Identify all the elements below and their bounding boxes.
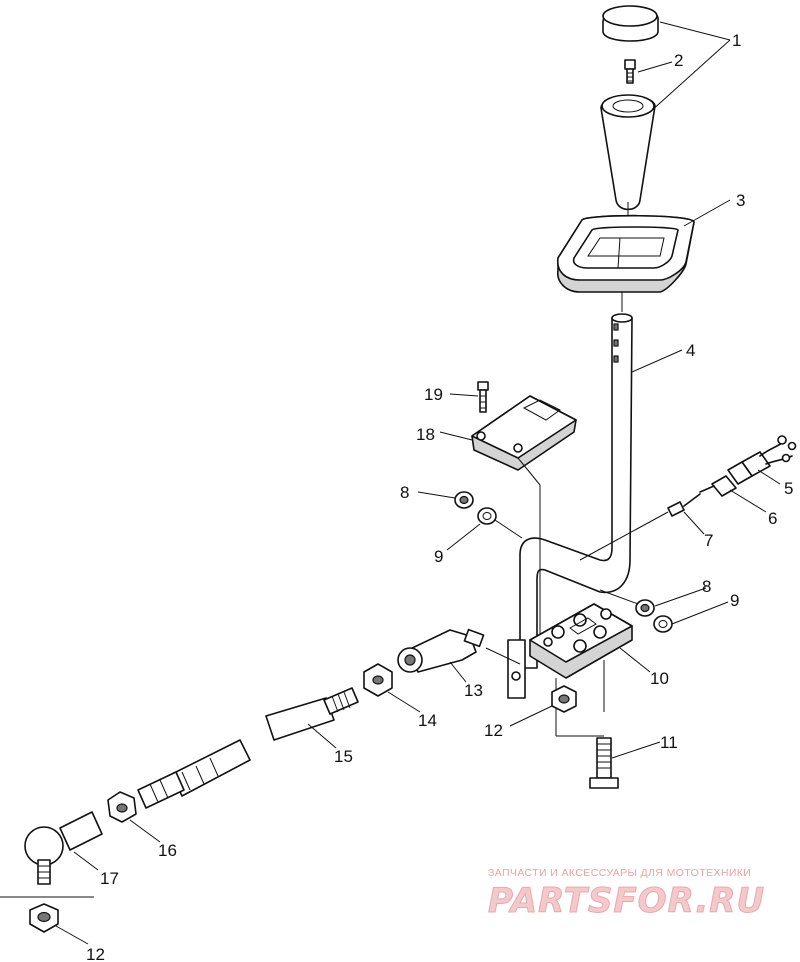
part-9-washer-lower [653,615,673,633]
callout-9-upper: 9 [434,547,443,566]
callout-2: 2 [674,51,683,70]
callout-18: 18 [416,425,435,444]
part-6-connector [699,461,753,497]
part-7-wire [579,493,701,561]
callout-6: 6 [768,509,777,528]
part-8-washer-upper [454,491,474,509]
part-10-shifter-base [529,603,633,737]
part-5-switch-harness [741,435,797,477]
part-3-shift-bezel [556,214,695,293]
callout-7: 7 [704,531,713,550]
part-11-bolt [589,737,619,789]
callout-17: 17 [100,869,119,888]
callout-12-lower: 12 [86,945,105,962]
callout-1: 1 [732,31,741,50]
part-14-nut [363,663,393,697]
part-18-cover-plate [471,395,577,640]
leader-lines [55,21,781,945]
part-17-ball-joint [24,811,103,885]
part-9-washer-upper [477,507,523,539]
callout-8-lower: 8 [702,577,711,596]
watermark-tagline: ЗАПЧАСТИ И АКСЕССУАРЫ ДЛЯ МОТОТЕХНИКИ [488,867,751,879]
callout-8-upper: 8 [400,483,409,502]
part-1-shift-knob [600,5,659,232]
callout-12-upper: 12 [484,721,503,740]
callout-19: 19 [424,385,443,404]
part-16-nut [107,791,137,823]
callout-4: 4 [686,341,695,360]
callout-9-lower: 9 [730,591,739,610]
part-19-screw [477,381,489,413]
callout-3: 3 [736,191,745,210]
part-2-screw [624,59,636,84]
part-12-nut-upper [551,685,577,713]
part-8-washer-lower [599,589,655,617]
part-13-rod-end [397,628,521,673]
callout-labels: 1 2 3 4 5 6 7 8 9 8 9 10 11 12 13 14 15 … [86,31,793,962]
callout-14: 14 [418,711,437,730]
watermark-brand: PARTSFOR.RU [488,881,765,921]
part-12-nut-lower [0,896,94,933]
watermark: ЗАПЧАСТИ И АКСЕССУАРЫ ДЛЯ МОТОТЕХНИКИ PA… [488,867,765,922]
callout-11: 11 [660,733,678,752]
callout-5: 5 [784,479,793,498]
callout-16: 16 [158,841,177,860]
shift-cable-tube [137,739,251,809]
part-15-sleeve [265,687,359,741]
callout-15: 15 [334,747,353,766]
callout-13: 13 [464,681,483,700]
part-4-shift-lever [507,292,633,699]
callout-10: 10 [650,669,669,688]
